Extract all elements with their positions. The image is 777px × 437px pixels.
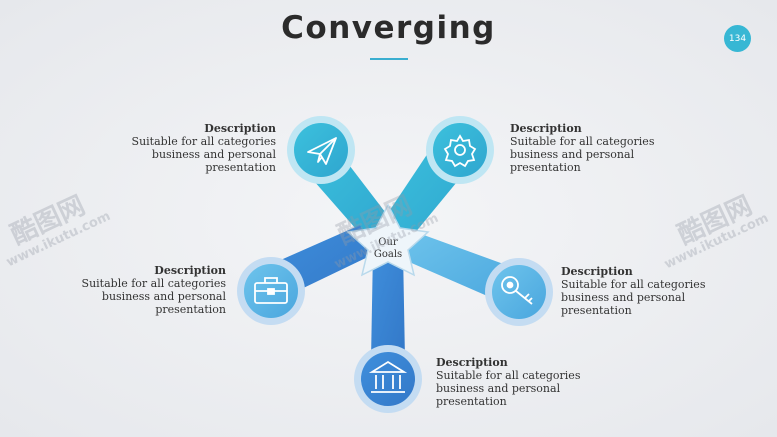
description-line: presentation [510, 161, 581, 174]
description-line: Suitable for all categories [436, 369, 581, 382]
node-left [237, 257, 305, 325]
description-line: business and personal [151, 148, 276, 161]
key-icon [501, 276, 533, 305]
briefcase-icon [254, 277, 288, 304]
description-line: business and personal [561, 291, 686, 304]
description-line: Suitable for all categories [81, 277, 226, 290]
description-heading: Description [204, 122, 276, 135]
arm-bottom-shape [371, 250, 405, 360]
title-underline [370, 58, 408, 60]
description-heading: Description [510, 122, 582, 135]
node-bottom-core [361, 352, 415, 406]
description-left: Description Suitable for all categories … [40, 264, 226, 316]
center-star [346, 203, 430, 277]
description-heading: Description [436, 356, 508, 369]
description-line: presentation [205, 161, 276, 174]
description-line: Suitable for all categories [131, 135, 276, 148]
description-heading: Description [154, 264, 226, 277]
description-line: presentation [155, 303, 226, 316]
description-top-left: Description Suitable for all categories … [90, 122, 276, 174]
node-bottom [354, 345, 422, 413]
center-label-line2: Goals [374, 249, 402, 260]
description-top-right: Description Suitable for all categories … [510, 122, 710, 174]
description-bottom: Description Suitable for all categories … [436, 356, 636, 408]
arm-bottom [371, 250, 405, 360]
center-label-line1: Our [378, 237, 398, 248]
description-heading: Description [561, 265, 633, 278]
description-line: Suitable for all categories [561, 278, 706, 291]
description-line: business and personal [101, 290, 226, 303]
gear-icon [443, 134, 477, 168]
slide-title: Converging [281, 10, 496, 46]
node-top-right-core [433, 123, 487, 177]
node-top-right [426, 116, 494, 184]
paper-plane-icon [307, 137, 337, 165]
node-top-left [287, 116, 355, 184]
node-top-left-core [294, 123, 348, 177]
description-line: presentation [436, 395, 507, 408]
node-right-core [492, 265, 546, 319]
description-line: business and personal [510, 148, 635, 161]
description-line: presentation [561, 304, 632, 317]
description-line: Suitable for all categories [510, 135, 655, 148]
bank-icon [368, 360, 408, 393]
description-right: Description Suitable for all categories … [561, 265, 761, 317]
description-line: business and personal [436, 382, 561, 395]
node-right [485, 258, 553, 326]
page-number-badge: 134 [724, 25, 751, 52]
